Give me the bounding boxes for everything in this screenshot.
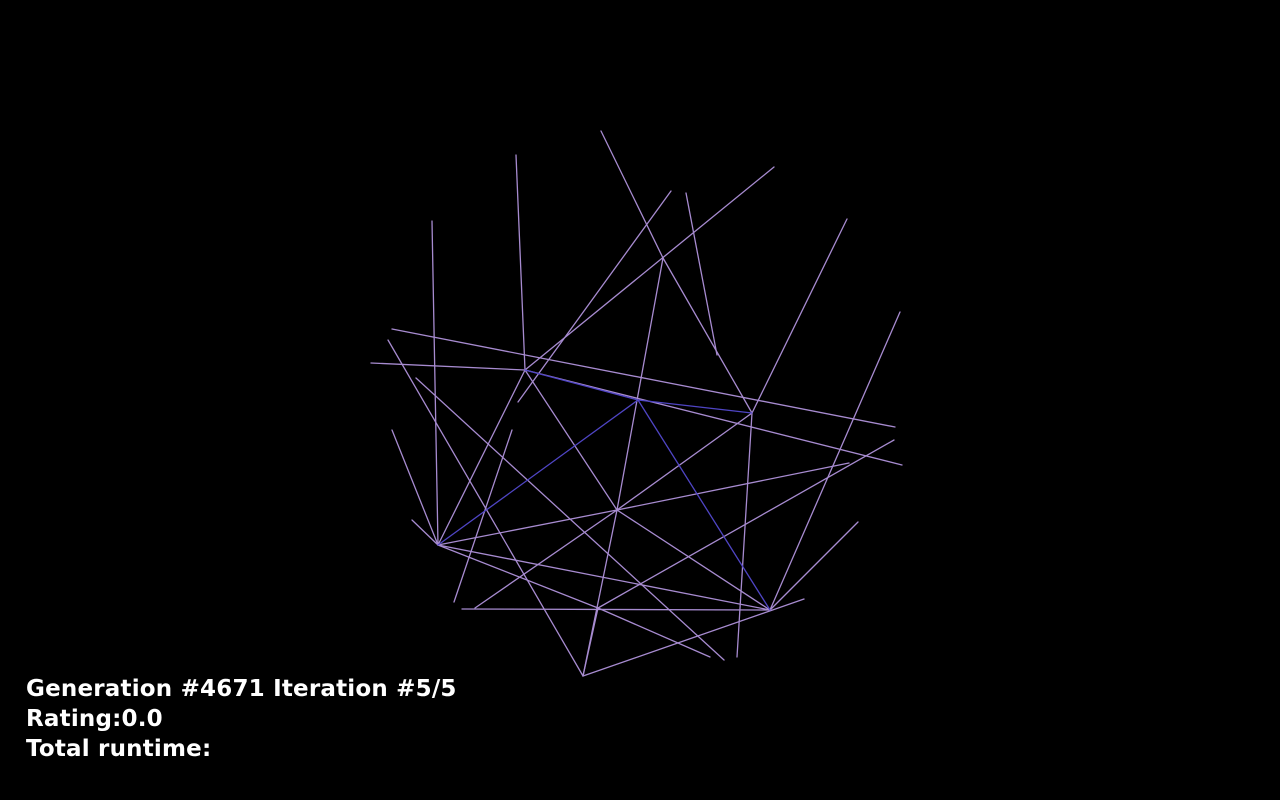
wireframe-edge <box>517 190 672 403</box>
wireframe-edge <box>597 607 711 658</box>
wireframe-edge <box>524 369 618 511</box>
wireframe-edge <box>685 192 718 356</box>
wireframe-edge <box>524 369 903 466</box>
wireframe-edge <box>411 519 439 546</box>
wireframe-edge <box>437 544 771 611</box>
wireframe-edge <box>597 439 895 609</box>
wireframe-edge <box>437 509 618 546</box>
wireframe-edge <box>769 311 901 611</box>
wireframe-edge <box>616 462 850 511</box>
wireframe-edge <box>582 598 805 677</box>
wireframe-edge <box>431 220 439 546</box>
hud-panel: Generation #4671 Iteration #5/5 Rating:0… <box>26 674 457 764</box>
wireframe-edge <box>662 257 753 414</box>
wireframe-edge-highlight <box>637 399 753 414</box>
runtime-label: Total runtime: <box>26 736 212 762</box>
wireframe-edge <box>600 130 664 259</box>
wireframe-edge-highlight <box>637 399 771 611</box>
wireframe-edge-highlight <box>437 399 639 546</box>
wireframe-edge <box>616 509 771 611</box>
wireframe-edge <box>769 521 859 611</box>
wireframe-edge <box>461 608 771 611</box>
wireframe-edge <box>391 429 439 546</box>
wireframe-edge <box>437 544 599 609</box>
wireframe-edge <box>616 412 753 511</box>
wireframe-edges <box>370 130 903 677</box>
wireframe-edge <box>415 377 725 661</box>
wireframe-edge <box>524 166 775 371</box>
wireframe-edge <box>391 328 896 428</box>
wireframe-edge <box>453 429 513 603</box>
generation-label: Generation #4671 Iteration #5/5 <box>26 676 457 702</box>
wireframe-edge <box>474 509 618 609</box>
wireframe-edge-highlight <box>524 369 639 401</box>
wireframe-edge <box>616 257 664 511</box>
wireframe-edge <box>751 218 848 414</box>
wireframe-edge <box>582 607 599 677</box>
rating-label: Rating:0.0 <box>26 706 163 732</box>
wireframe-edge <box>515 154 526 371</box>
wireframe-edge <box>370 362 526 371</box>
wireframe-edge <box>736 412 753 658</box>
wireframe-edge <box>437 369 526 546</box>
